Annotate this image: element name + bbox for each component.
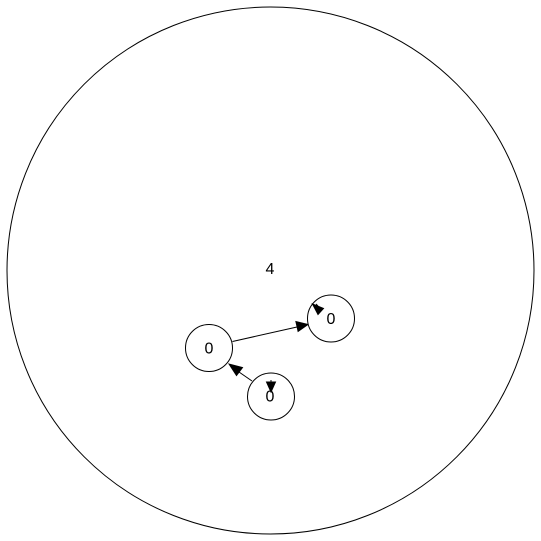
edge-a-to-b bbox=[232, 320, 310, 342]
node-a-circle bbox=[185, 324, 233, 372]
node-a-label: 0 bbox=[205, 341, 214, 358]
node-a: 0 bbox=[185, 324, 233, 372]
node-b-self-loop-arrowhead bbox=[311, 303, 325, 316]
node-c-self-loop-arrowhead bbox=[265, 381, 277, 394]
edge-a-to-b-line bbox=[232, 326, 298, 342]
node-c: 0 bbox=[247, 372, 295, 421]
node-b: 0 bbox=[307, 294, 355, 343]
edge-c-to-a-line bbox=[238, 371, 253, 382]
node-b-label: 0 bbox=[327, 311, 336, 328]
edge-a-to-b-arrowhead bbox=[295, 320, 310, 333]
edge-c-to-a bbox=[227, 363, 253, 382]
outer-node-label: 4 bbox=[266, 261, 275, 278]
outer-node bbox=[6, 6, 535, 535]
node-c-circle bbox=[247, 372, 295, 421]
node-c-label: 0 bbox=[266, 389, 275, 406]
edge-c-to-a-arrowhead bbox=[227, 363, 244, 377]
